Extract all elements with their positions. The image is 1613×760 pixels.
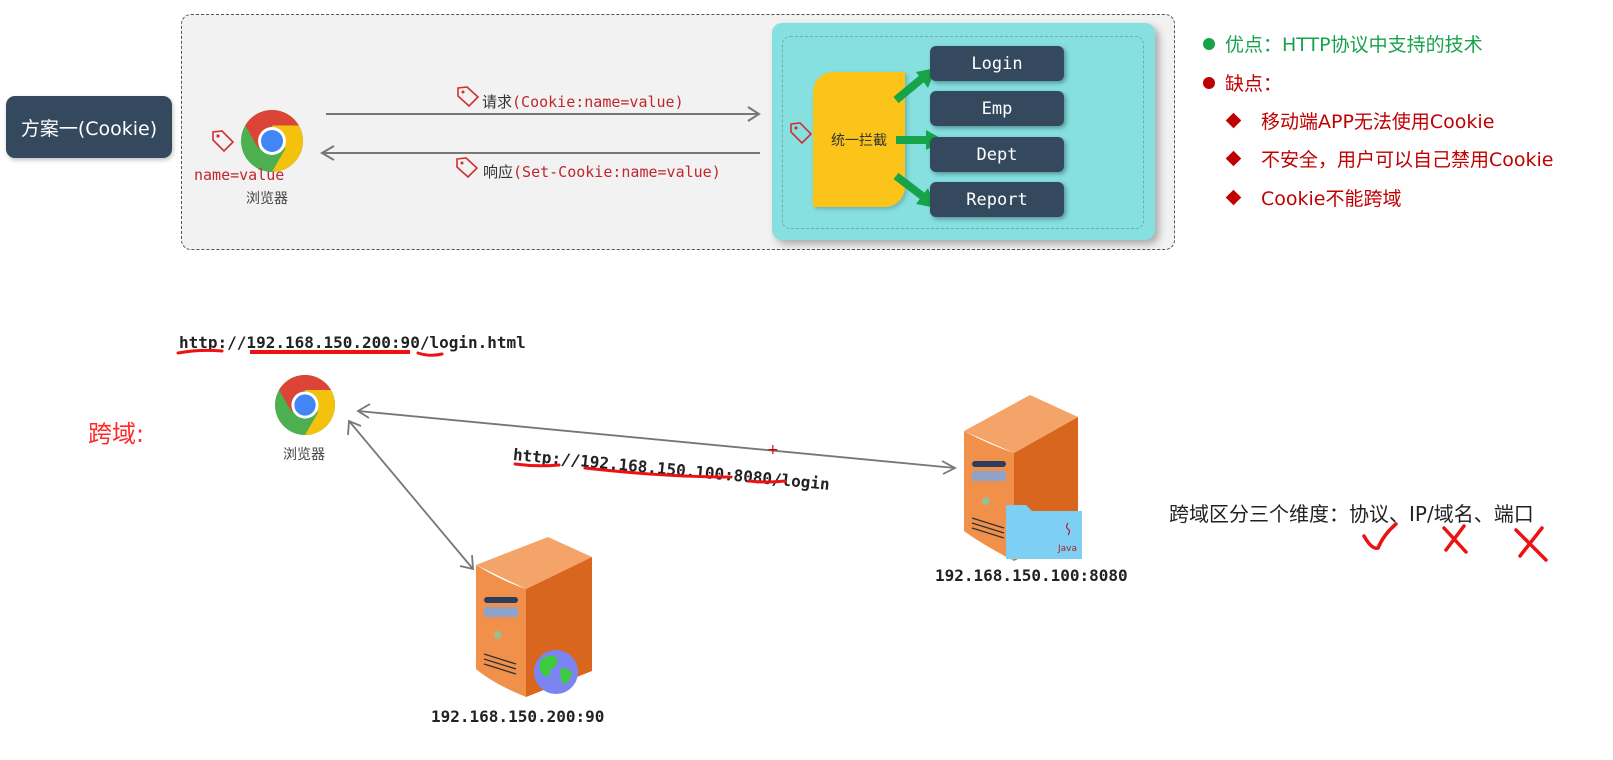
cross-domain-title: 跨域: <box>88 420 145 448</box>
red-bullet-icon <box>1203 76 1215 89</box>
con-heading: 缺点： <box>1203 69 1282 96</box>
green-bullet-icon <box>1203 37 1215 50</box>
java-badge: Java <box>1057 544 1077 554</box>
globe-icon <box>534 650 578 694</box>
check-mark-icon <box>1362 522 1398 550</box>
route-dept: Dept <box>930 137 1064 172</box>
browser-frontend-arrow <box>348 420 474 570</box>
tag-icon <box>790 122 813 145</box>
backend-url-annotations <box>513 462 787 484</box>
tag-icon <box>457 86 480 108</box>
request-label: 请求(Cookie:name=value) <box>482 91 684 112</box>
con-item-text: 移动端APP无法使用Cookie <box>1261 111 1495 133</box>
con-item-text: Cookie不能跨域 <box>1261 188 1402 210</box>
browser-cookie-label: name=value <box>194 166 285 184</box>
frontend-server-label: 192.168.150.200:90 <box>431 707 605 726</box>
con-item: 移动端APP无法使用Cookie <box>1224 107 1494 134</box>
response-prefix: 响应 <box>483 163 514 181</box>
tag-icon <box>456 157 479 179</box>
cross-mark-icon <box>1442 524 1468 554</box>
con-item-text: 不安全，用户可以自己禁用Cookie <box>1261 149 1554 171</box>
response-detail: (Set-Cookie:name=value) <box>513 163 721 181</box>
chrome-browser-icon <box>241 110 303 172</box>
interceptor-block <box>813 72 905 207</box>
pro-item: 优点：HTTP协议中支持的技术 <box>1203 30 1483 57</box>
cross-mark-icon <box>1514 526 1548 562</box>
route-login: Login <box>930 46 1064 81</box>
browser-label: 浏览器 <box>283 447 325 463</box>
con-item: 不安全，用户可以自己禁用Cookie <box>1224 145 1554 172</box>
server-panel-inner <box>782 36 1144 229</box>
pro-text: 优点：HTTP协议中支持的技术 <box>1225 34 1483 56</box>
dimension-marks <box>1362 522 1548 562</box>
interceptor-label: 统一拦截 <box>831 133 887 149</box>
route-arrow-login <box>893 72 928 104</box>
route-arrow-report <box>893 172 928 202</box>
cross-domain-dimensions: 跨域区分三个维度：协议、IP/域名、端口 <box>1169 502 1534 526</box>
con-text: 缺点： <box>1225 73 1283 95</box>
chrome-browser-icon <box>274 374 336 436</box>
request-prefix: 请求 <box>482 93 513 111</box>
diamond-bullet-icon <box>1225 189 1242 206</box>
response-label: 响应(Set-Cookie:name=value) <box>483 161 721 182</box>
route-report: Report <box>930 182 1064 217</box>
frontend-url-annotations <box>176 348 444 357</box>
tag-icon <box>212 130 235 153</box>
frontend-server-icon <box>476 537 592 697</box>
request-response-arrows <box>320 106 761 161</box>
backend-server-icon: Java <box>964 395 1082 561</box>
frontend-url: http://192.168.150.200:90/login.html <box>179 333 526 352</box>
route-emp: Emp <box>930 91 1064 126</box>
diamond-bullet-icon <box>1225 150 1242 167</box>
con-item: Cookie不能跨域 <box>1224 184 1402 211</box>
request-detail: (Cookie:name=value) <box>512 93 684 111</box>
diamond-bullet-icon <box>1225 112 1242 129</box>
scheme-badge: 方案一(Cookie) <box>6 96 172 158</box>
backend-server-label: 192.168.150.100:8080 <box>935 566 1128 585</box>
browser-label: 浏览器 <box>246 191 288 207</box>
